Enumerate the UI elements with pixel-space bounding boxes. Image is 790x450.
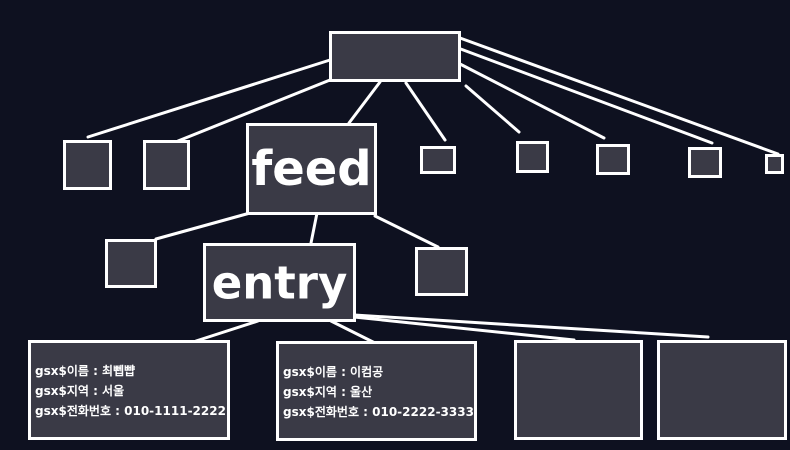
record-1-name: gsx$이름 : 최뻽뺩 [35, 364, 136, 378]
record-node-1: gsx$이름 : 최뻽뺩 gsx$지역 : 서울 gsx$전화번호 : 010-… [28, 340, 230, 440]
edge-root-child-8 [458, 36, 780, 156]
entry-label: entry [211, 256, 348, 309]
level1-node-2 [143, 140, 190, 190]
edge-entry-child-4 [352, 313, 710, 339]
record-2-name: gsx$이름 : 이컴공 [283, 365, 384, 379]
level1-node-7 [688, 147, 722, 178]
edge-root-child-6 [458, 62, 606, 140]
record-2-region: gsx$지역 : 울산 [283, 385, 373, 399]
level2-node-1 [105, 239, 157, 288]
edge-root-child-5 [464, 84, 521, 134]
record-1-phone: gsx$전화번호 : 010-1111-2222 [35, 404, 226, 418]
edge-feed-child-1 [154, 211, 252, 241]
edge-feed-entry [309, 211, 319, 245]
edge-root-child-7 [456, 46, 714, 145]
root-node [329, 31, 461, 82]
record-node-2: gsx$이름 : 이컴공 gsx$지역 : 울산 gsx$전화번호 : 010-… [276, 341, 477, 441]
record-1-region: gsx$지역 : 서울 [35, 384, 125, 398]
edge-feed-child-3 [373, 214, 440, 249]
edge-root-child-2 [176, 78, 332, 143]
edge-root-feed [347, 80, 382, 125]
entry-node: entry [203, 243, 356, 322]
level2-node-3 [415, 247, 468, 296]
level1-node-1 [63, 140, 112, 190]
feed-node: feed [246, 123, 377, 215]
record-2-phone: gsx$전화번호 : 010-2222-3333 [283, 405, 474, 419]
level1-node-4 [420, 146, 456, 174]
level1-node-8 [765, 154, 784, 174]
level3-node-4 [657, 340, 787, 440]
level1-node-6 [596, 144, 630, 175]
level3-node-3 [514, 340, 643, 440]
edge-root-child-4 [404, 81, 447, 142]
level1-node-5 [516, 141, 549, 173]
edge-entry-child-3 [352, 315, 576, 342]
edge-entry-record-1 [194, 319, 260, 343]
edge-root-child-1 [86, 58, 332, 139]
feed-label: feed [251, 141, 372, 197]
